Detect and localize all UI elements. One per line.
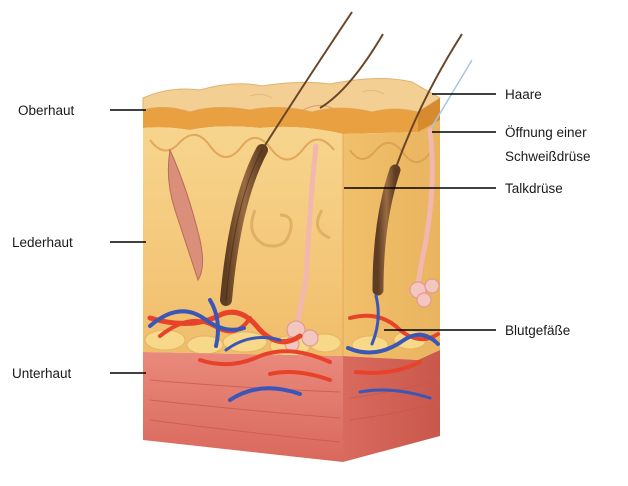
subcutis-layer <box>143 352 343 462</box>
label-haare: Haare <box>505 87 542 102</box>
label-talkdruese: Talkdrüse <box>505 181 563 196</box>
label-oeffnung-line1: Öffnung einer <box>505 125 587 140</box>
label-blutgefaesse: Blutgefäße <box>505 323 570 338</box>
label-oberhaut: Oberhaut <box>18 103 75 118</box>
label-lederhaut: Lederhaut <box>12 235 73 250</box>
skin-block <box>143 78 440 462</box>
label-oeffnung-line2: Schweißdrüse <box>505 149 591 164</box>
label-unterhaut: Unterhaut <box>12 366 72 381</box>
skin-surface <box>143 78 440 112</box>
